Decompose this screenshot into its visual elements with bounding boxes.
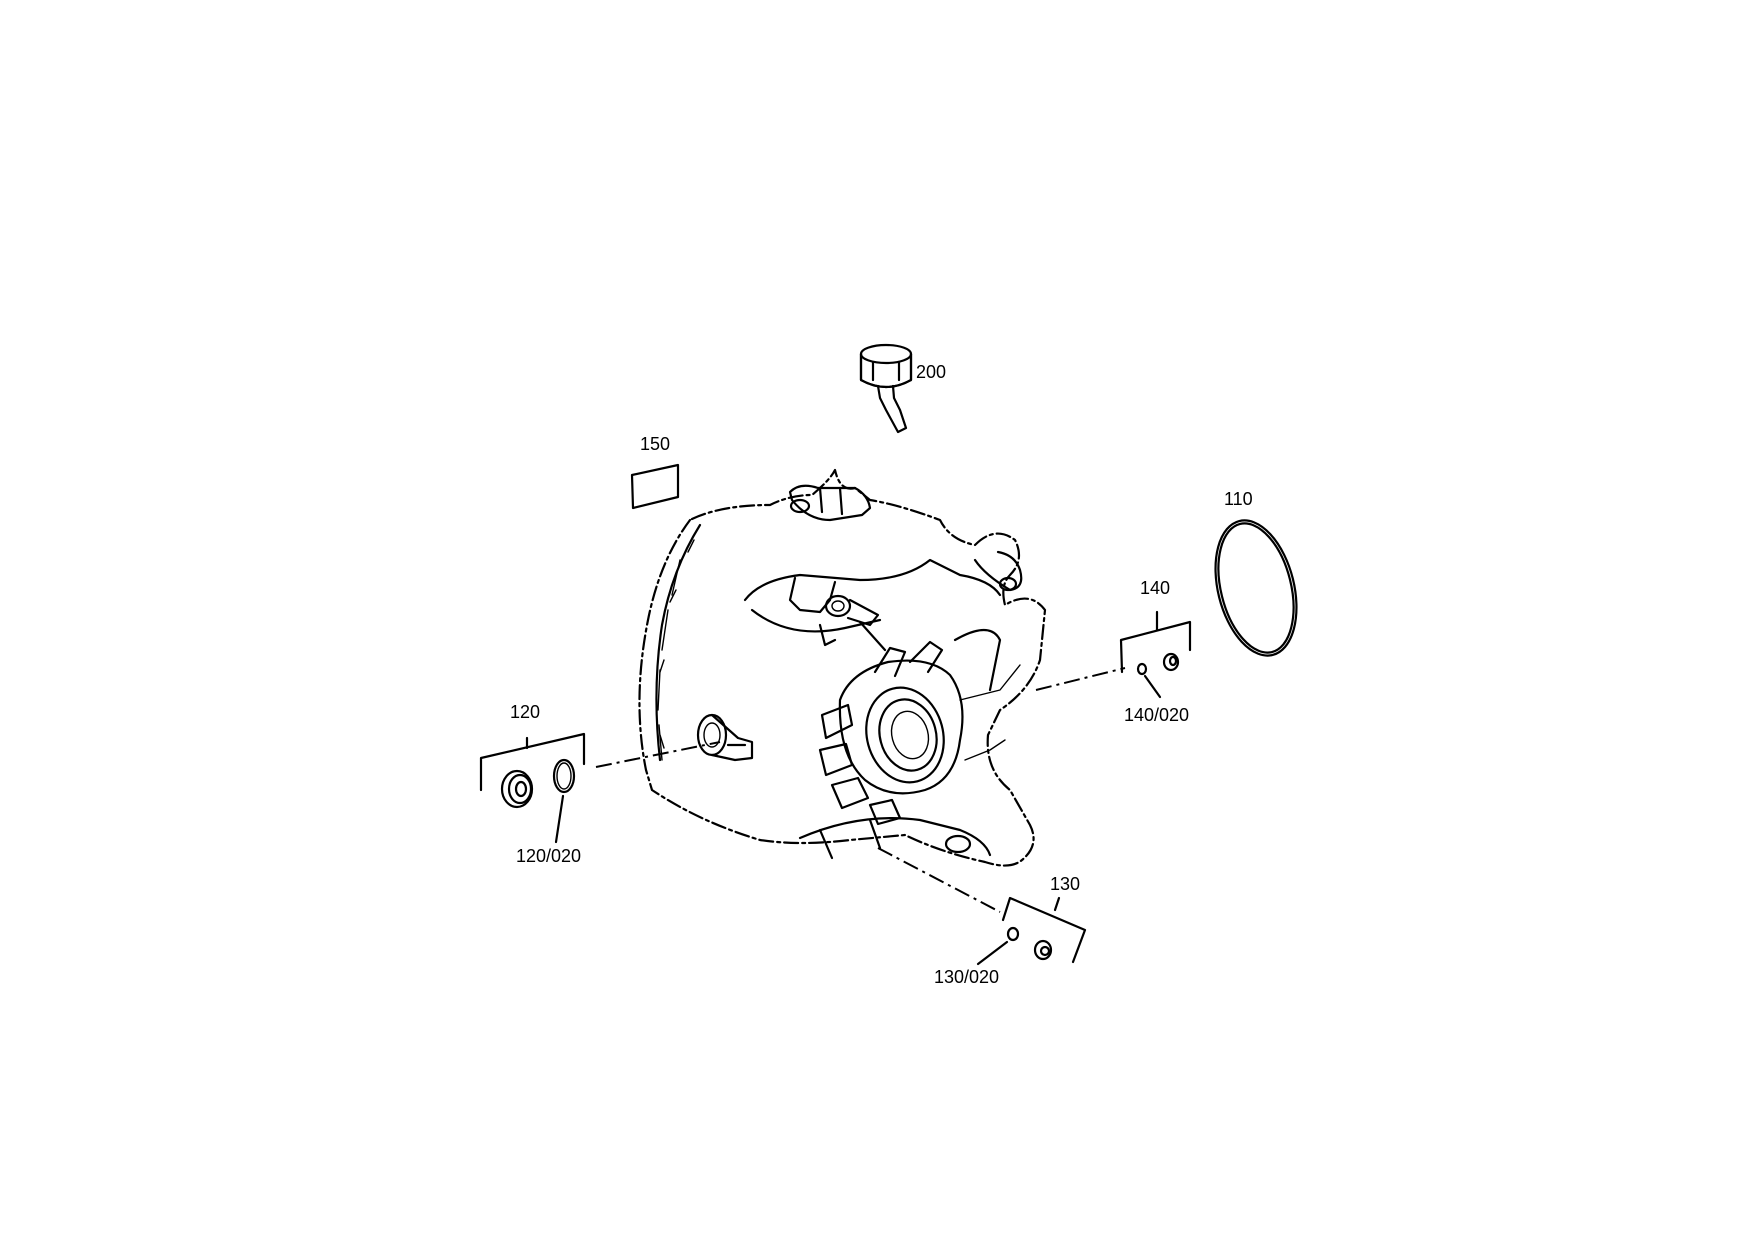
callout-120: 120 [510, 702, 540, 722]
part-200-sensor [859, 343, 913, 434]
callout-130-020: 130/020 [934, 967, 999, 987]
callout-150: 150 [640, 434, 670, 454]
bracket-130 [1001, 896, 1087, 964]
bracket-120 [479, 732, 586, 792]
callout-130: 130 [1050, 874, 1080, 894]
part-130-group [976, 896, 1087, 966]
assembly-line-120 [595, 741, 721, 768]
callout-140-020: 140/020 [1124, 705, 1189, 725]
callout-200: 200 [916, 362, 946, 382]
part-110-o-ring [1214, 519, 1298, 657]
callout-120-020: 120/020 [516, 846, 581, 866]
housing-port-left [696, 713, 754, 762]
assembly-line-130 [877, 847, 1001, 913]
part-140-group [1119, 610, 1192, 699]
assembly-line-140 [1035, 667, 1126, 691]
bracket-140 [1119, 620, 1192, 674]
part-120-group [479, 732, 586, 844]
callout-110: 110 [1224, 489, 1253, 509]
transmission-housing [638, 468, 1047, 867]
part-150-plate [630, 463, 680, 510]
callout-140: 140 [1140, 578, 1170, 598]
